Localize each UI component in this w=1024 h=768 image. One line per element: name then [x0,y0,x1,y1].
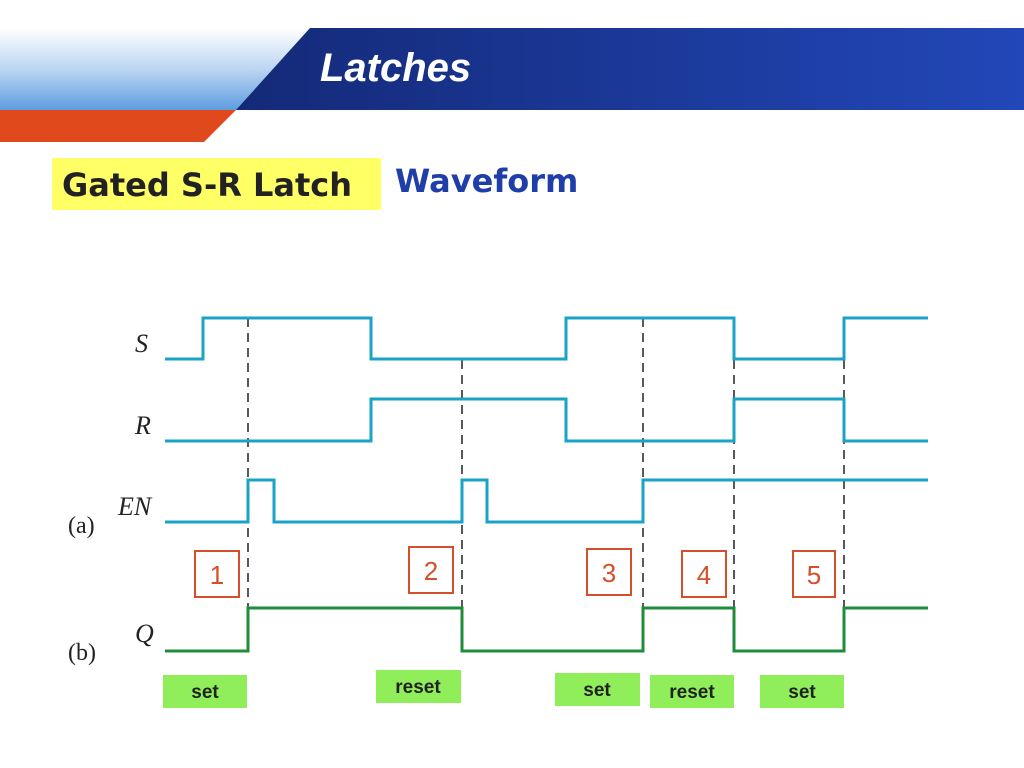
subtitle-highlight [52,158,381,210]
s-waveform [165,316,928,361]
en-label: EN [117,492,153,521]
slide-title: Latches [320,46,472,90]
state-tag-label: set [191,682,219,703]
q-waveform [165,606,928,653]
interval-box-1 [194,550,240,598]
state-tag-label: reset [395,677,441,698]
part-a-label: (a) [68,513,95,539]
state-tag-bg [555,673,640,706]
state-tag-bg [760,675,844,708]
state-tag-label: set [583,680,611,701]
interval-box-4 [681,550,727,598]
interval-number: 4 [697,560,711,590]
interval-number: 3 [602,558,616,588]
dashed-guides [247,318,845,612]
state-tag-label: reset [669,682,715,703]
waveform-heading: Waveform [395,162,579,200]
state-tag-bg [163,675,247,708]
interval-number: 2 [424,556,438,586]
interval-box-2 [408,546,454,594]
interval-box-5 [792,550,836,598]
s-label: S [135,329,148,358]
state-tag-bg [650,675,734,708]
subtitle: Gated S-R Latch [62,166,353,204]
interval-number: 5 [807,560,821,590]
header-banner [0,0,1024,145]
interval-number: 1 [210,560,224,590]
q-label: Q [135,619,154,648]
state-tag-bg [376,670,461,703]
state-tag-label: set [788,682,816,703]
interval-box-3 [586,548,632,596]
r-label: R [134,411,151,440]
r-waveform [165,397,928,443]
en-waveform [165,478,928,524]
part-b-label: (b) [68,640,96,666]
